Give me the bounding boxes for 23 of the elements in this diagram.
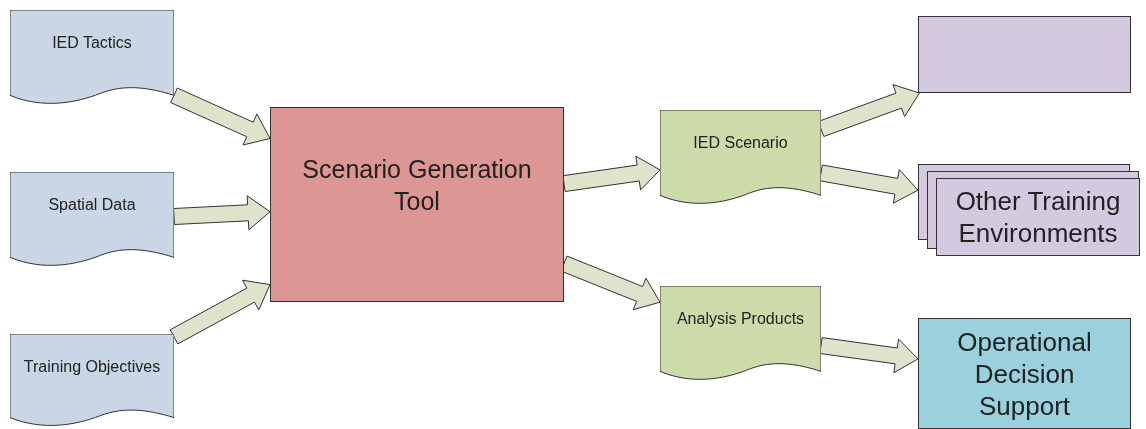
node-label: IED Tactics <box>52 33 132 53</box>
node-label: IED Scenario <box>693 133 788 153</box>
node-label: Training Objectives <box>23 357 161 377</box>
block-arrow <box>173 195 271 231</box>
document-shape <box>10 334 174 429</box>
node-label: Spatial Data <box>48 195 136 215</box>
stacked-boxes <box>918 164 1140 256</box>
document-shape <box>10 172 174 269</box>
process-box <box>918 318 1131 429</box>
document-shape <box>660 286 821 383</box>
block-arrow <box>169 279 271 345</box>
block-arrow <box>819 337 919 374</box>
node-label: Other Training Environments <box>954 185 1122 249</box>
block-arrow <box>819 164 919 204</box>
node-label: Operational Decision Support <box>956 325 1093 422</box>
empty-box <box>918 16 1131 93</box>
block-arrow <box>170 87 271 146</box>
document-shape <box>10 10 174 107</box>
process-box <box>270 107 564 302</box>
document-shape <box>660 110 821 207</box>
node-label: Analysis Products <box>676 309 805 329</box>
node-label: Scenario Generation Tool <box>301 153 533 217</box>
block-arrow <box>562 155 661 192</box>
